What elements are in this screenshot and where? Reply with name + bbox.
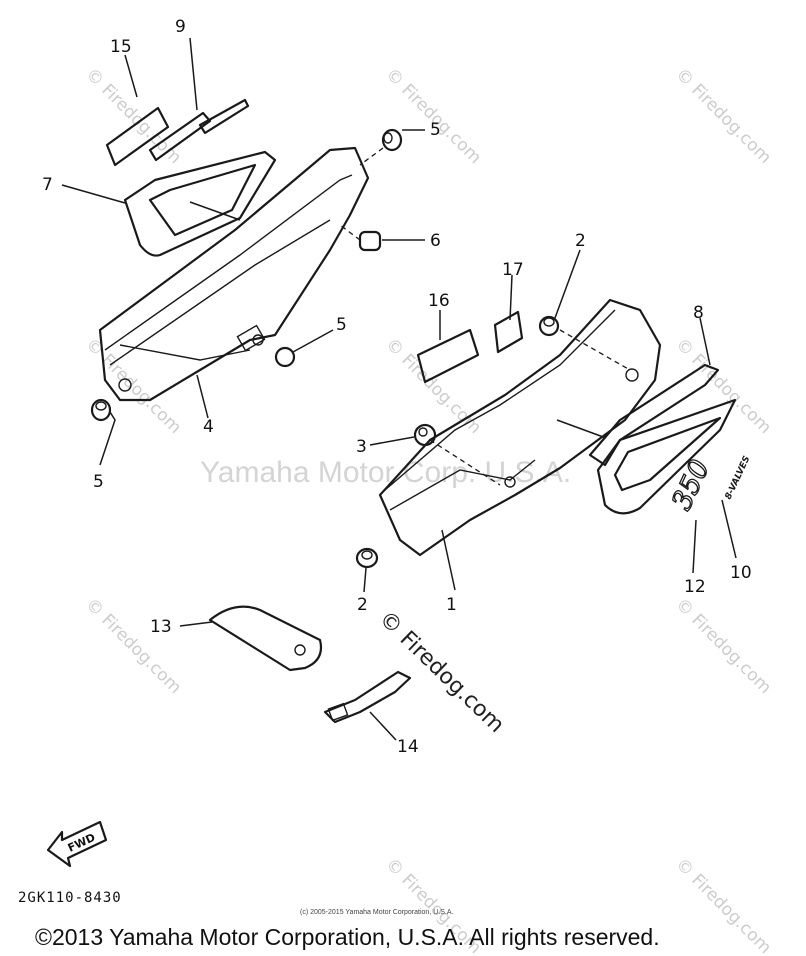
watermark-mid-left: © Firedog.com bbox=[81, 334, 185, 438]
callout-5-top: 5 bbox=[430, 120, 441, 140]
watermark-low-left: © Firedog.com bbox=[81, 594, 185, 698]
callout-labels: 15 9 7 5 6 5 4 5 16 17 2 8 3 1 2 12 10 1… bbox=[42, 17, 752, 757]
callout-9: 7 bbox=[42, 175, 53, 195]
part-8-plate bbox=[588, 363, 737, 515]
part-11-strip bbox=[148, 98, 250, 162]
callout-7: 6 bbox=[430, 231, 441, 251]
callout-11: 9 bbox=[175, 17, 186, 37]
watermark-bottom-right: © Firedog.com bbox=[671, 854, 775, 956]
callout-4: 4 bbox=[203, 417, 214, 437]
part-3-grommet bbox=[413, 423, 437, 447]
part-1-side-cover bbox=[378, 298, 662, 557]
part-4-side-cover bbox=[98, 146, 370, 402]
callout-14: 13 bbox=[150, 617, 172, 637]
callout-16: 16 bbox=[428, 291, 450, 311]
part-15-strap bbox=[323, 670, 412, 724]
part-5-grommet-top bbox=[359, 128, 403, 166]
callout-10: 10 bbox=[730, 563, 752, 583]
small-copyright: (c) 2005-2015 Yamaha Motor Corporation, … bbox=[300, 909, 453, 916]
callout-8: 8 bbox=[693, 303, 704, 323]
watermark-firedog-diagonal: © Firedog.com bbox=[374, 606, 509, 738]
part-2-grommet-bottom bbox=[355, 547, 379, 569]
watermark-center: Yamaha Motor Corp. U.S.A. bbox=[200, 456, 571, 489]
leader-lines bbox=[61, 37, 737, 741]
callout-1: 1 bbox=[446, 595, 457, 615]
part-5-grommet-bottom bbox=[90, 398, 112, 422]
callout-6: 5 bbox=[336, 315, 347, 335]
part-10-12-emblem: 350 8-VALVES bbox=[666, 454, 753, 515]
watermark-top-right: © Firedog.com bbox=[671, 64, 775, 168]
copyright-notice: ©2013 Yamaha Motor Corporation, U.S.A. A… bbox=[35, 924, 660, 950]
part-2-grommet-top bbox=[538, 315, 560, 337]
callout-17: 17 bbox=[502, 260, 524, 280]
callout-5-bottom: 5 bbox=[93, 472, 104, 492]
part-14-pouch bbox=[208, 605, 323, 672]
callout-15: 14 bbox=[397, 737, 419, 757]
part-7-grommet bbox=[339, 224, 382, 252]
part-9-plate bbox=[123, 150, 277, 257]
callout-3: 3 bbox=[356, 437, 367, 457]
part-13-decal bbox=[105, 106, 170, 167]
emblem-sub: 8-VALVES bbox=[724, 455, 753, 502]
diagram-code: 2GK110-8430 bbox=[18, 890, 122, 906]
firedog-watermarks: © Firedog.com © Firedog.com © Firedog.co… bbox=[81, 64, 775, 956]
part-6-grommet bbox=[274, 346, 296, 368]
watermark-top-mid: © Firedog.com bbox=[381, 64, 485, 168]
callout-12: 12 bbox=[684, 577, 706, 597]
part-17-decal bbox=[493, 310, 524, 354]
part-16-decal bbox=[416, 328, 480, 384]
callout-2-bottom: 2 bbox=[357, 595, 368, 615]
callout-13: 15 bbox=[110, 37, 132, 57]
watermark-low-right: © Firedog.com bbox=[671, 594, 775, 698]
fwd-arrow: FWD bbox=[46, 820, 108, 868]
callout-2-top: 2 bbox=[575, 231, 586, 251]
emblem-number: 350 bbox=[666, 455, 716, 515]
